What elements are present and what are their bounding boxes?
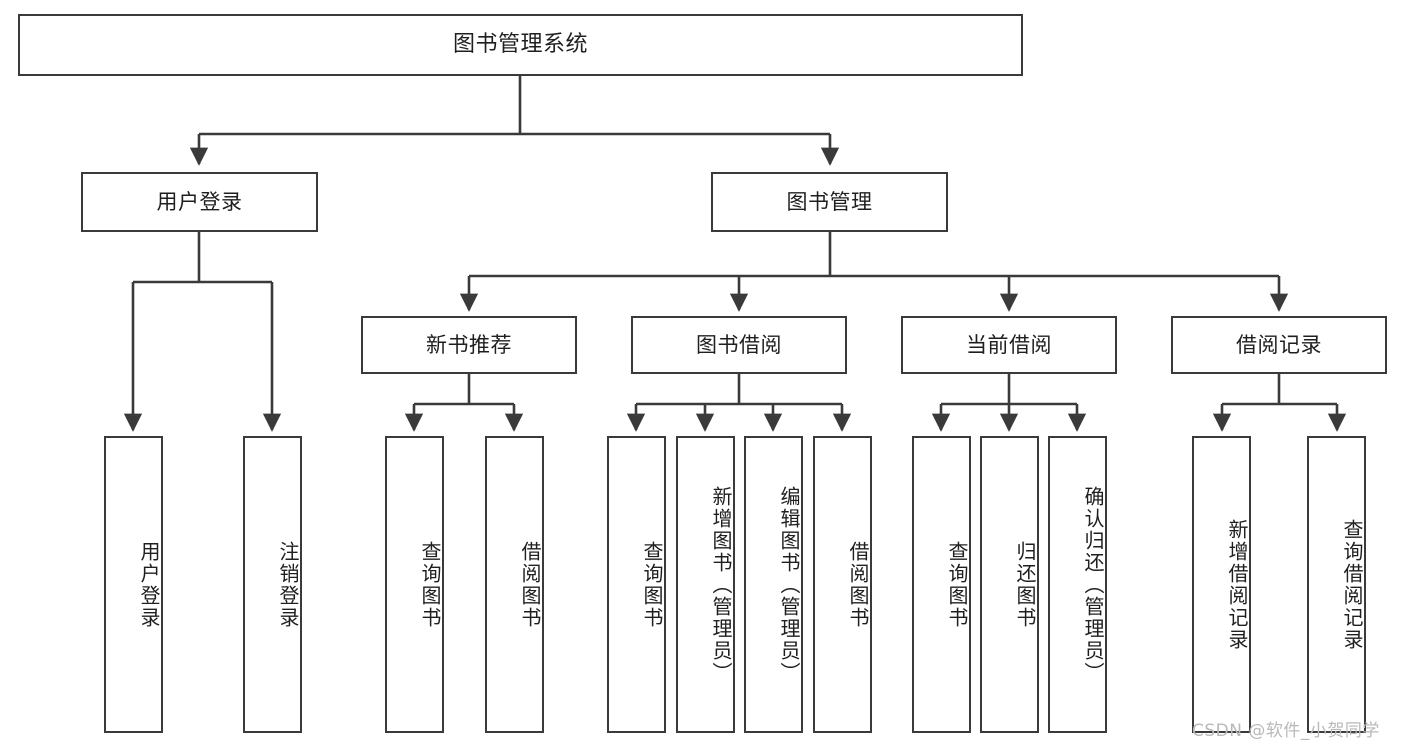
node-label: 查询图书 [418,540,442,629]
node-label: 当前借阅 [966,332,1052,357]
leaf-user-login-logout[interactable]: 注销登录 [243,436,302,733]
node-label: 用户登录 [156,189,243,214]
leaf-new-book-borrow-book[interactable]: 借阅图书 [485,436,544,733]
node-label: 图书管理系统 [452,32,588,58]
node-book-borrow[interactable]: 图书借阅 [631,316,847,374]
node-label: 查询图书 [640,540,664,629]
leaf-user-login-login[interactable]: 用户登录 [104,436,163,733]
leaf-book-borrow-edit-book-admin[interactable]: 编辑图书（管理员） [744,436,803,733]
leaf-book-borrow-borrow-book[interactable]: 借阅图书 [813,436,872,733]
node-label: 图书管理 [786,189,873,214]
node-book-management[interactable]: 图书管理 [711,172,948,232]
node-label: 新增图书（管理员） [709,485,733,684]
node-label: 用户登录 [137,540,161,629]
node-label: 借阅记录 [1236,332,1322,357]
node-new-book-recommend[interactable]: 新书推荐 [361,316,577,374]
node-borrow-record[interactable]: 借阅记录 [1171,316,1387,374]
node-label: 查询图书 [945,540,969,629]
node-label: 注销登录 [276,540,300,629]
node-label: 新书推荐 [426,332,512,357]
node-label: 借阅图书 [518,540,542,629]
node-label: 编辑图书（管理员） [777,485,801,684]
leaf-current-borrow-confirm-return-admin[interactable]: 确认归还（管理员） [1048,436,1107,733]
node-label: 新增借阅记录 [1225,518,1249,651]
leaf-current-borrow-return-book[interactable]: 归还图书 [980,436,1039,733]
leaf-book-borrow-add-book-admin[interactable]: 新增图书（管理员） [676,436,735,733]
node-label: 归还图书 [1013,540,1037,629]
node-root-book-management-system[interactable]: 图书管理系统 [18,14,1023,76]
node-label: 图书借阅 [696,332,782,357]
node-label: 查询借阅记录 [1340,518,1364,651]
node-user-login[interactable]: 用户登录 [81,172,318,232]
leaf-book-borrow-query-book[interactable]: 查询图书 [607,436,666,733]
leaf-borrow-record-query-record[interactable]: 查询借阅记录 [1307,436,1366,733]
node-label: 借阅图书 [846,540,870,629]
leaf-current-borrow-query-book[interactable]: 查询图书 [912,436,971,733]
leaf-borrow-record-add-record[interactable]: 新增借阅记录 [1192,436,1251,733]
node-current-borrow[interactable]: 当前借阅 [901,316,1117,374]
node-label: 确认归还（管理员） [1081,485,1105,684]
leaf-new-book-query-book[interactable]: 查询图书 [385,436,444,733]
